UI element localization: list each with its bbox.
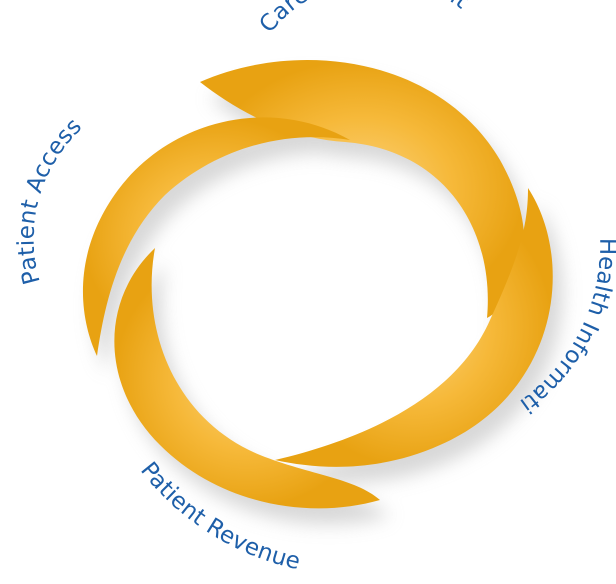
label-care-management-text: Care Management <box>255 0 474 38</box>
segment-care-management <box>200 59 525 318</box>
label-patient-access-text: Patient Access <box>13 113 86 287</box>
label-patient-access: Patient Access <box>13 113 87 287</box>
cycle-segments <box>82 59 553 509</box>
label-care-management: Care Management <box>255 0 474 38</box>
segment-patient-access <box>82 117 350 357</box>
segment-health-information-shadow <box>285 204 563 483</box>
segment-patient-revenue <box>114 248 380 509</box>
segment-health-information <box>275 188 553 467</box>
